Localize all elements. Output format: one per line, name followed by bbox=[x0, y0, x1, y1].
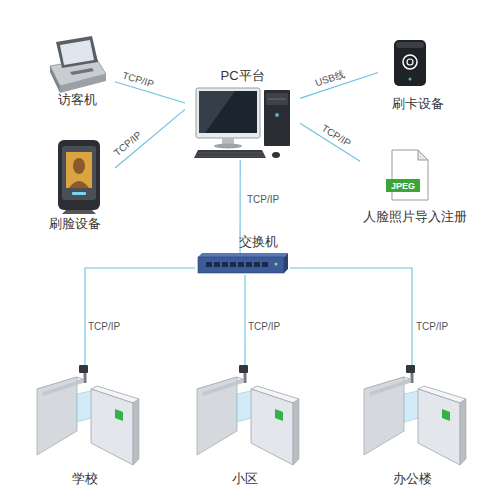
switch-port bbox=[254, 262, 260, 267]
node-label: 人脸照片导入注册 bbox=[360, 209, 470, 225]
link-label: USB线 bbox=[314, 69, 347, 90]
site-node: 办公楼 bbox=[357, 365, 467, 487]
node-label: 办公楼 bbox=[357, 471, 467, 487]
device-node: 刷卡设备 bbox=[378, 40, 458, 112]
card-reader-highlight bbox=[396, 42, 424, 48]
node-label: 访客机 bbox=[40, 92, 115, 108]
kiosk-screen-frame bbox=[56, 36, 98, 68]
network-link bbox=[300, 123, 360, 161]
node-label: PC平台 bbox=[185, 68, 300, 84]
node-label-group: 学校 bbox=[30, 471, 140, 487]
file-page bbox=[392, 150, 428, 200]
network-link bbox=[244, 275, 245, 365]
file-type-label: JPEG bbox=[391, 180, 415, 191]
node-label: 刷脸设备 bbox=[35, 216, 115, 232]
switch-body bbox=[198, 257, 284, 273]
node-label: 刷卡设备 bbox=[378, 96, 458, 112]
link-label: TCP/IP bbox=[319, 122, 353, 149]
device-node: 访客机 bbox=[40, 35, 115, 108]
face-device-screen bbox=[66, 152, 92, 188]
node-label: 交换机 bbox=[239, 234, 278, 250]
keyboard bbox=[194, 150, 266, 158]
face-device-panel bbox=[62, 146, 96, 200]
speed-gate bbox=[364, 365, 466, 465]
link-label: TCP/IP bbox=[121, 70, 155, 91]
site-node: 小区 bbox=[190, 365, 300, 487]
file-band bbox=[386, 179, 420, 192]
switch-node: 交换机 bbox=[195, 253, 290, 275]
face-device-light bbox=[72, 192, 86, 195]
card-symbol bbox=[403, 55, 417, 69]
computer-node: PC平台 bbox=[185, 68, 300, 160]
drive-bay bbox=[266, 93, 288, 105]
node-label: 学校 bbox=[30, 471, 140, 487]
link-label: TCP/IP bbox=[416, 321, 448, 333]
link-label: TCP/IP bbox=[112, 129, 144, 159]
link-label: TCP/IP bbox=[247, 194, 279, 206]
kiosk-front bbox=[60, 74, 106, 93]
face-device-stand bbox=[62, 210, 96, 214]
pc-tower bbox=[264, 90, 290, 146]
speed-gate bbox=[37, 365, 139, 465]
kiosk-screen bbox=[60, 40, 94, 65]
node-label-group: 刷卡设备 bbox=[378, 96, 458, 112]
key-row bbox=[196, 156, 265, 157]
network-link bbox=[290, 268, 412, 365]
card-reader-body bbox=[394, 40, 426, 86]
key-row bbox=[198, 153, 263, 154]
link-label: TCP/IP bbox=[88, 321, 120, 333]
face-image bbox=[69, 181, 89, 188]
monitor-screen bbox=[199, 91, 257, 133]
switch-side bbox=[284, 253, 288, 273]
switch-port bbox=[246, 262, 252, 267]
monitor-stand bbox=[222, 138, 234, 144]
monitor-frame bbox=[196, 88, 260, 138]
face-image bbox=[73, 158, 85, 174]
switch-port bbox=[214, 262, 220, 267]
node-label-group: 小区 bbox=[190, 471, 300, 487]
switch-led bbox=[275, 263, 278, 266]
node-label: 小区 bbox=[190, 471, 300, 487]
speed-gate bbox=[197, 365, 299, 465]
node-label-group: 办公楼 bbox=[357, 471, 467, 487]
node-label-group: 访客机 bbox=[40, 92, 115, 108]
drive-slot bbox=[268, 99, 286, 100]
switch-port bbox=[222, 262, 228, 267]
switch-top bbox=[198, 253, 288, 257]
node-label-group: PC平台 bbox=[185, 68, 300, 84]
kiosk-side bbox=[50, 66, 60, 93]
switch-port bbox=[206, 262, 212, 267]
screen-glare bbox=[199, 91, 235, 133]
switch-port bbox=[262, 262, 268, 267]
kiosk-slot bbox=[70, 68, 94, 75]
site-node: 学校 bbox=[30, 365, 140, 487]
device-node: 刷脸设备 bbox=[35, 150, 115, 232]
monitor-base bbox=[214, 144, 242, 149]
card-reader-led bbox=[409, 78, 412, 81]
power-button bbox=[275, 113, 279, 117]
switch-port bbox=[238, 262, 244, 267]
switch-port bbox=[230, 262, 236, 267]
file-fold bbox=[418, 150, 428, 160]
network-link bbox=[85, 268, 195, 365]
link-label: TCP/IP bbox=[248, 321, 280, 333]
mouse bbox=[272, 152, 280, 158]
face-device-body bbox=[58, 140, 100, 210]
node-label-group: 人脸照片导入注册 bbox=[360, 209, 470, 225]
node-label-group: 刷脸设备 bbox=[35, 216, 115, 232]
node-label-group: 交换机 bbox=[239, 234, 278, 250]
card-symbol bbox=[407, 59, 413, 65]
